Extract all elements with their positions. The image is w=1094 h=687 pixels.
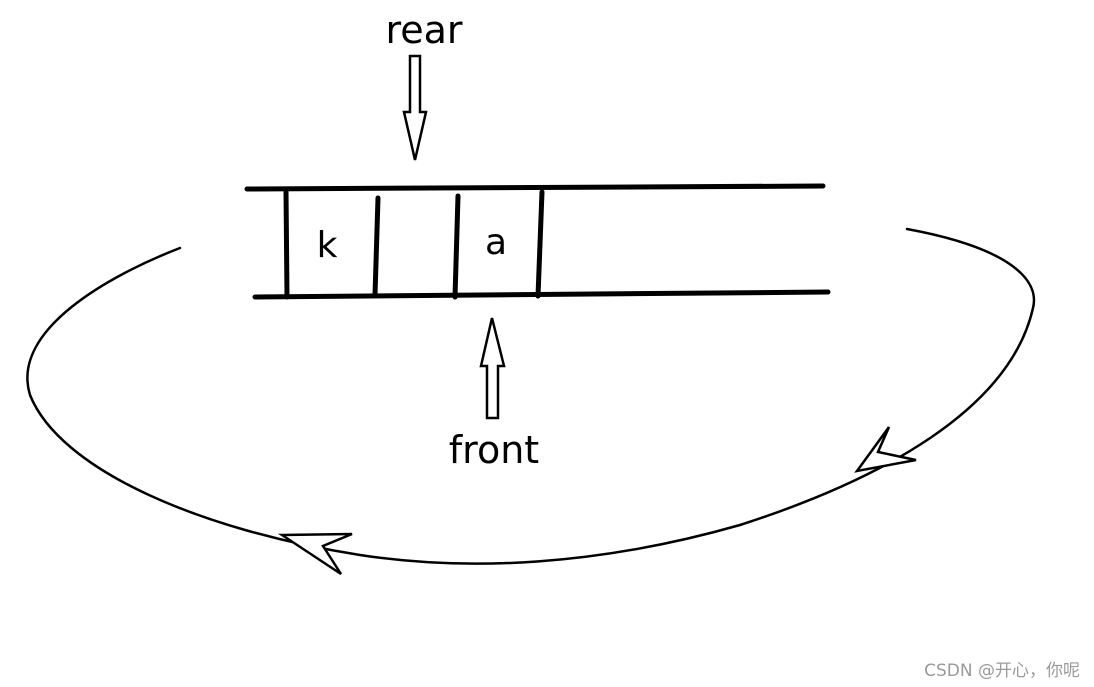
queue-bottom-rail [252, 289, 831, 300]
queue-top-rail [244, 183, 826, 192]
rear-label: rear [385, 8, 462, 52]
direction-arrowhead-icon [277, 532, 353, 576]
wrap-around-curve [26, 227, 1036, 565]
cell-divider-2 [372, 195, 381, 298]
cell-divider-3 [452, 193, 461, 300]
watermark: CSDN @开心，你呢 [924, 661, 1080, 681]
direction-arrowhead-icon [854, 426, 917, 473]
rear-arrow-icon [402, 54, 428, 161]
front-label: front [449, 428, 539, 472]
front-arrow-icon [479, 317, 506, 420]
cell-value: k [317, 225, 338, 266]
cell-value: a [485, 222, 507, 263]
cell-divider-1 [283, 188, 290, 300]
cell-divider-4 [535, 189, 545, 299]
